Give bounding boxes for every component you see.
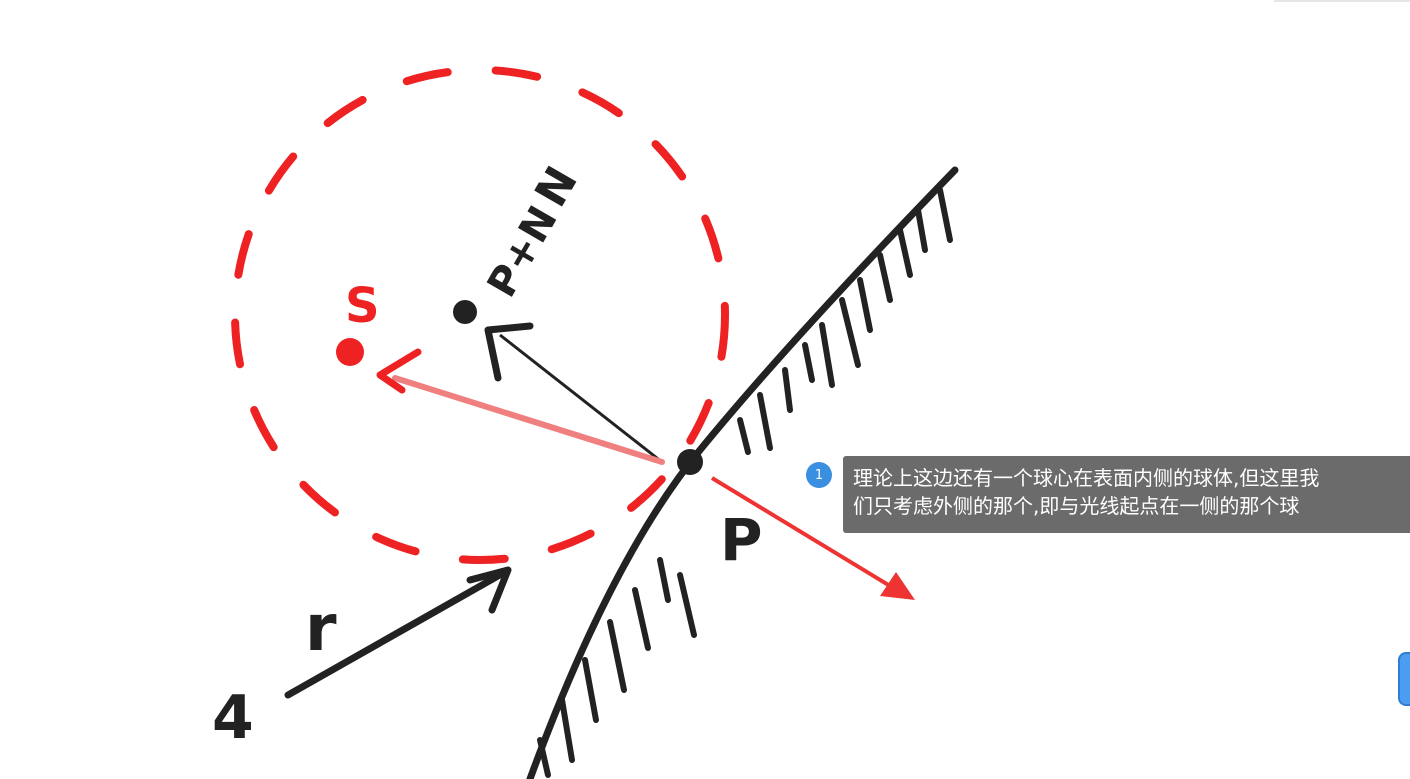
tooltip-line-2: 们只考虑外侧的那个,即与光线起点在一侧的那个球 <box>853 494 1300 518</box>
sphere-center <box>336 338 364 366</box>
annotation-badge[interactable]: 1 <box>806 462 832 488</box>
label-radius: r <box>305 592 337 666</box>
outgoing-ray <box>710 476 902 594</box>
incoming-arrowhead <box>466 566 512 614</box>
label-hit-point: P <box>720 506 763 574</box>
outgoing-arrowhead <box>880 572 915 600</box>
label-center: S <box>345 278 380 334</box>
normal-vector <box>499 333 663 464</box>
top-edge-strip <box>1274 0 1410 2</box>
hit-point <box>677 449 703 475</box>
incoming-ray <box>284 568 509 699</box>
annotation-tooltip: 理论上这边还有一个球心在表面内侧的球体,但这里我 们只考虑外侧的那个,即与光线起… <box>843 456 1410 533</box>
label-origin: 4 <box>212 683 254 753</box>
side-floating-widget[interactable] <box>1398 652 1410 706</box>
center-vector <box>392 375 665 465</box>
p-plus-n-point <box>453 300 477 324</box>
center-arrowhead <box>376 348 422 394</box>
normal-arrowhead <box>484 322 534 382</box>
tooltip-line-1: 理论上这边还有一个球心在表面内侧的球体,但这里我 <box>853 466 1320 490</box>
label-p-plus-n: P+N <box>479 199 567 305</box>
surface-curve <box>526 166 959 779</box>
outer-sphere-dashed <box>231 66 729 564</box>
surface-hatching <box>537 187 953 778</box>
